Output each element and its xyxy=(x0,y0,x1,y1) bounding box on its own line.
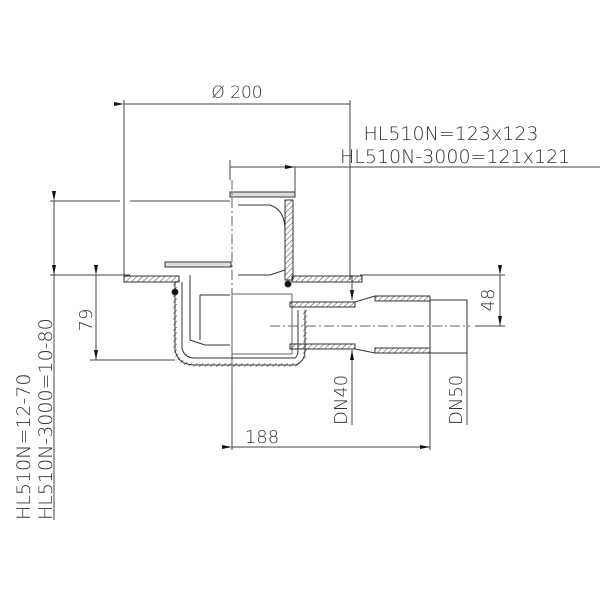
dimension-79: 79 xyxy=(76,309,97,332)
dimension-188: 188 xyxy=(245,427,279,448)
height-range-label-2: HL510N-3000=10-80 xyxy=(35,318,57,520)
drain-body xyxy=(123,180,470,380)
dimension-48: 48 xyxy=(478,289,499,312)
height-range-label-1: HL510N=12-70 xyxy=(13,374,35,520)
dimension-lines xyxy=(50,100,600,520)
diameter-label: Ø 200 xyxy=(211,83,262,103)
grate-size-label-2: HL510N-3000=121x121 xyxy=(340,146,570,168)
dn40-label: DN40 xyxy=(331,375,352,425)
dn50-label: DN50 xyxy=(446,375,467,425)
grate-size-label-1: HL510N=123x123 xyxy=(363,123,538,145)
